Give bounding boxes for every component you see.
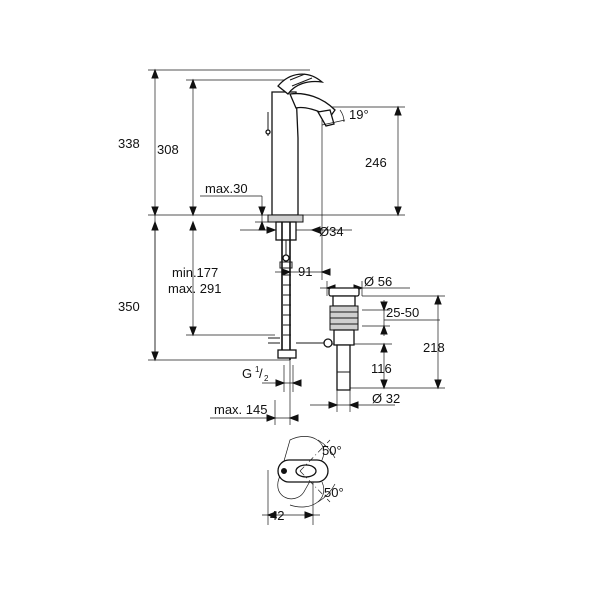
spout-reach-label: 91 [298, 264, 312, 279]
thread-slash: / [259, 366, 263, 381]
deck-hole-label: Ø34 [319, 224, 344, 239]
spout-angle-label: 19° [349, 107, 369, 122]
waste-assembly [323, 287, 360, 391]
thread-sup: 1 [255, 365, 260, 374]
hose-max-label: max. 291 [168, 281, 221, 296]
lever-offset-label: 42 [270, 508, 284, 523]
rotation-upper-label: 50° [322, 443, 342, 458]
rotation-lower-label: 50° [324, 485, 344, 500]
waste-lower-label: 116 [371, 361, 392, 376]
max-deck-label: max.30 [205, 181, 248, 196]
waste-range-label: 25-50 [386, 305, 419, 320]
faucet-shank [267, 214, 330, 360]
spout-height-label: 308 [157, 142, 179, 157]
outlet-height-label: 246 [365, 155, 387, 170]
waste-top-diameter-label: Ø 56 [364, 274, 392, 289]
max-offset-label: max. 145 [214, 402, 267, 417]
thread-g: G [242, 366, 252, 381]
faucet-body [265, 73, 346, 216]
connection-thread-label: G 1 / 2 [242, 365, 269, 383]
hose-min-label: min.177 [172, 265, 218, 280]
plan-view [262, 436, 336, 525]
thread-sub: 2 [264, 374, 269, 383]
waste-outlet-label: Ø 32 [372, 391, 400, 406]
below-deck-label: 350 [118, 299, 140, 314]
total-height-label: 338 [118, 136, 140, 151]
waste-depth-label: 218 [423, 340, 445, 355]
